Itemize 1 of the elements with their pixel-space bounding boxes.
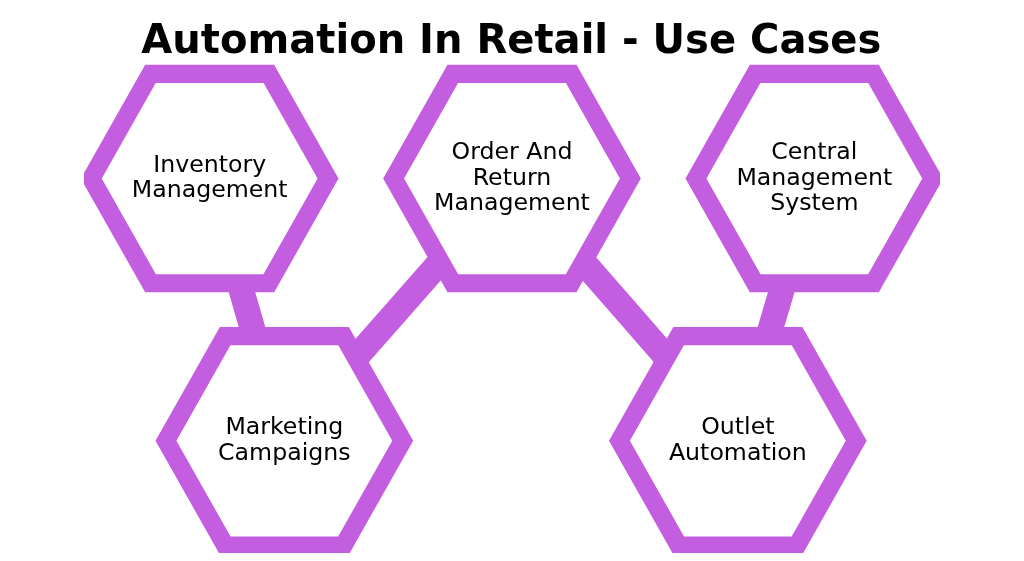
diagram-title: Automation In Retail - Use Cases [141, 16, 882, 63]
